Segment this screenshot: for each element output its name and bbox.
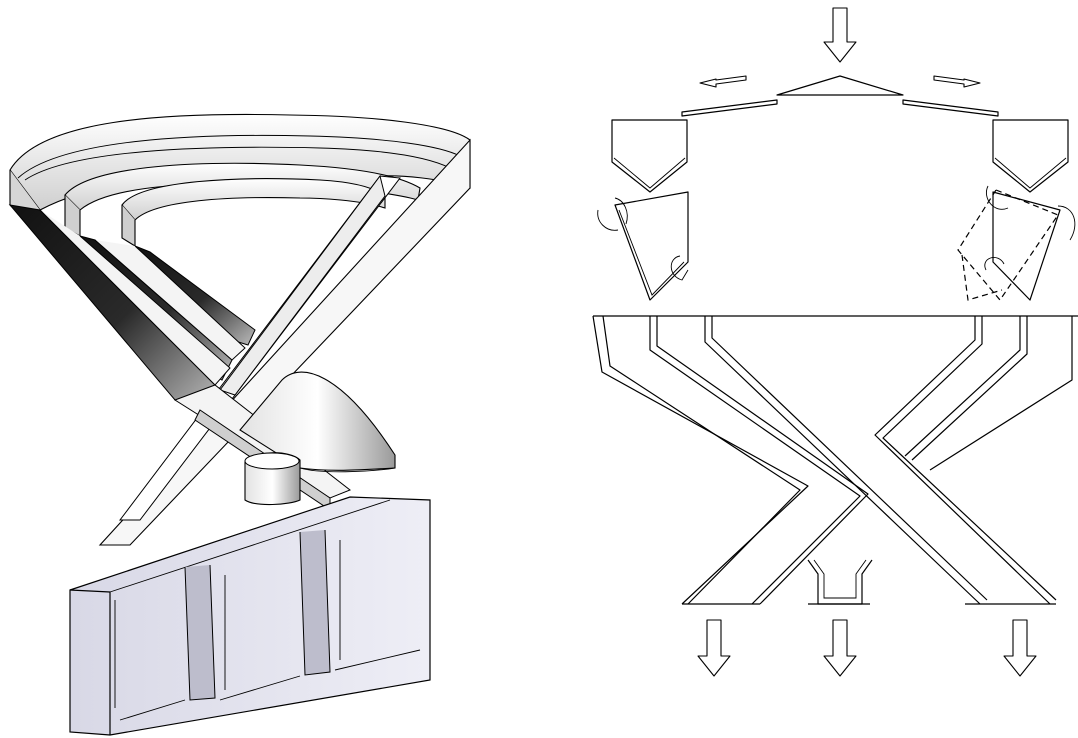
center-collector — [244, 452, 301, 506]
deflector-cone — [681, 75, 999, 117]
inner-arc-chute — [121, 178, 386, 247]
arrow-down-icon — [823, 7, 857, 63]
rotation-arrow-icon — [597, 197, 689, 281]
splitter-body — [592, 315, 1078, 605]
arrow-down-icon — [1003, 619, 1037, 677]
right-tipping-bucket — [957, 189, 1061, 301]
collection-bins — [69, 496, 431, 736]
arrow-down-icon — [823, 619, 857, 677]
rotation-arrow-icon — [984, 185, 1076, 271]
right-upper-bucket — [992, 119, 1069, 193]
arrow-left-icon — [699, 75, 747, 88]
arrow-right-icon — [933, 75, 981, 88]
arrow-down-icon — [697, 619, 731, 677]
outer-arc-chute — [9, 113, 471, 212]
shaded-channel-walls — [8, 204, 256, 411]
half-pipe-outlet — [239, 371, 396, 473]
left-upper-bucket — [611, 119, 688, 193]
